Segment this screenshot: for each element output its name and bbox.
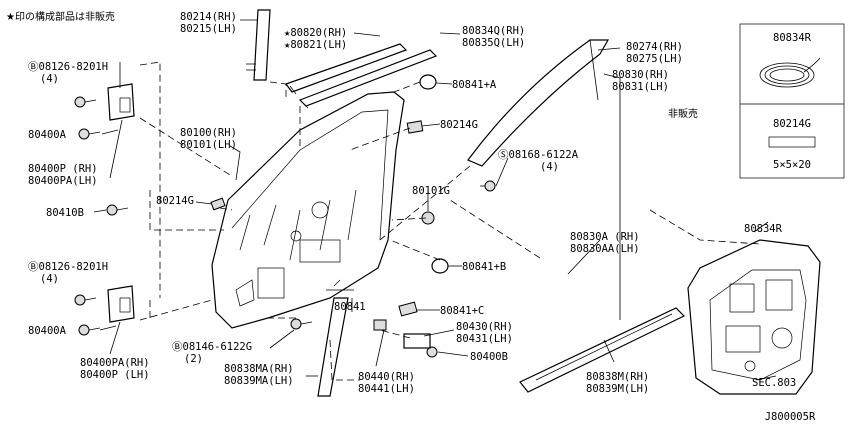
label-08168: Ⓢ08168-6122A(4) bbox=[498, 149, 579, 173]
diagram-id: J800005R bbox=[765, 411, 816, 423]
label-80830a: 80830A (RH)80830AA(LH) bbox=[570, 231, 640, 255]
door-sash-seal bbox=[467, 39, 610, 167]
label-80400a-lower: 80400A bbox=[28, 325, 67, 337]
label-80841: 80841 bbox=[334, 301, 366, 313]
leader-lines bbox=[93, 19, 777, 381]
legend-80214g-size: 5×5×20 bbox=[773, 159, 811, 171]
label-80100: 80100(RH)80101(LH) bbox=[180, 127, 237, 151]
label-80440: 80440(RH)80441(LH) bbox=[358, 371, 415, 395]
part-labels: 80214(RH)80215(LH) ★80820(RH)★80821(LH) … bbox=[28, 11, 796, 395]
label-80841b: 80841+B bbox=[462, 261, 506, 273]
label-80830: 80830(RH)80831(LH) bbox=[612, 69, 669, 93]
non-sale-note: ★印の構成部品は非販売 bbox=[6, 10, 115, 23]
label-80841c: 80841+C bbox=[440, 305, 484, 317]
tape-piece-icon bbox=[768, 136, 816, 148]
label-80400a-upper: 80400A bbox=[28, 129, 67, 141]
upper-hinge bbox=[107, 83, 135, 121]
sash-trim-80214 bbox=[246, 9, 271, 81]
label-80274: 80274(RH)80275(LH) bbox=[626, 41, 683, 65]
legend-80834r-label: 80834R bbox=[773, 32, 812, 44]
not-sold-tag: 非販売 bbox=[668, 107, 698, 120]
label-sec803: SEC.803 bbox=[752, 377, 796, 389]
label-80430: 80430(RH)80431(LH) bbox=[456, 321, 513, 345]
body-weatherstrip bbox=[530, 110, 706, 372]
door-check-link bbox=[317, 279, 354, 397]
label-80400pa: 80400PA(RH)80400P (LH) bbox=[80, 357, 150, 381]
guide-lines bbox=[139, 61, 761, 381]
front-door-panel bbox=[211, 91, 405, 329]
label-80820: ★80820(RH)★80821(LH) bbox=[284, 27, 347, 51]
label-80101g: 80101G bbox=[412, 185, 450, 197]
label-80214g-mid: 80214G bbox=[440, 119, 478, 131]
label-80400p: 80400P (RH)80400PA(LH) bbox=[28, 163, 98, 187]
label-80400b: 80400B bbox=[470, 351, 508, 363]
kicking-plate bbox=[519, 307, 686, 393]
label-80834q: 80834Q(RH)80835Q(LH) bbox=[462, 25, 525, 49]
legend-box: 80834R 80214G 5×5×20 bbox=[739, 23, 845, 179]
label-80838ma: 80838MA(RH)80839MA(LH) bbox=[224, 363, 294, 387]
label-80214: 80214(RH)80215(LH) bbox=[180, 11, 237, 35]
label-08146: Ⓑ08146-6122G(2) bbox=[172, 341, 252, 365]
seal-coil-icon bbox=[759, 57, 821, 88]
sealing-screen bbox=[687, 239, 821, 395]
lower-hinge bbox=[107, 285, 135, 323]
label-80214g-left: 80214G bbox=[156, 195, 194, 207]
grommets-and-seals bbox=[210, 74, 449, 349]
label-80841a: 80841+A bbox=[452, 79, 497, 91]
label-80834r: 80834R bbox=[744, 223, 783, 235]
label-80410b: 80410B bbox=[46, 207, 84, 219]
label-08126-lower: Ⓑ08126-8201H(4) bbox=[28, 261, 108, 285]
bolt-icon bbox=[74, 96, 496, 358]
label-08126-upper: Ⓑ08126-8201H(4) bbox=[28, 61, 108, 85]
label-80838m: 80838M(RH)80839M(LH) bbox=[586, 371, 649, 395]
window-runs bbox=[285, 43, 438, 109]
legend-80214g-label: 80214G bbox=[773, 118, 811, 130]
